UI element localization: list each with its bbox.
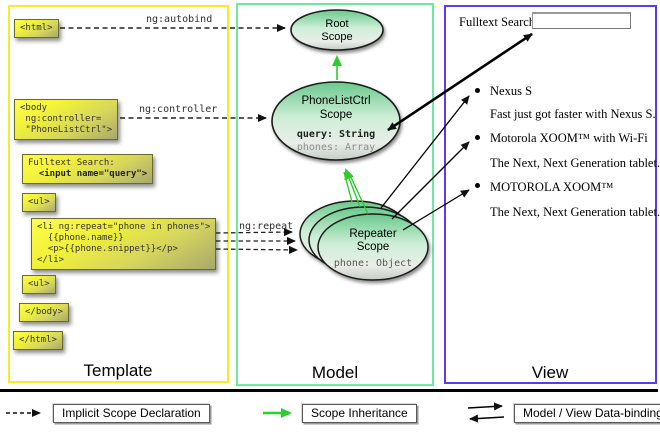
label-ng-repeat: ng:repeat — [239, 221, 294, 232]
view-search-input[interactable] — [532, 12, 631, 29]
view-search-label: Fulltext Search: — [459, 15, 539, 29]
code-box-body-open: <body ng:controller= "PhoneListCtrl"> — [14, 99, 119, 140]
code-box-ul-close: <ul> — [22, 275, 56, 294]
legend-binding-arrow-right — [467, 402, 503, 411]
legend-binding-arrow-left — [469, 414, 505, 423]
code-body-close-text: </body> — [25, 307, 63, 317]
code-html-close-text: </html> — [19, 335, 57, 345]
legend-scope-inheritance-box: Scope Inheritance — [302, 404, 417, 423]
view-item2-title: Motorola XOOM™ with Wi-Fi — [490, 131, 648, 145]
code-li-line4: </li> — [37, 254, 65, 265]
code-box-html-close: </html> — [13, 331, 63, 350]
code-box-li-repeat: <li ng:repeat="phone in phones"> {{phone… — [31, 218, 217, 270]
view-column-label: View — [531, 363, 569, 382]
code-li-line3: <p>{{phone.snippet}}</p> — [37, 243, 178, 254]
view-item3-desc: The Next, Next Generation tablet. — [490, 205, 660, 219]
view-item1-desc: Fast just got faster with Nexus S. — [490, 107, 656, 121]
code-box-body-close: </body> — [19, 303, 69, 322]
code-input-tag: <input name="query"> — [28, 168, 148, 179]
code-box-ul-open: <ul> — [22, 193, 56, 212]
code-ul-open-text: <ul> — [28, 197, 50, 207]
code-li-line1: <li ng:repeat="phone in phones"> — [37, 222, 211, 232]
label-ng-controller: ng:controller — [139, 104, 218, 115]
model-column-label: Model — [311, 363, 359, 382]
model-column — [236, 3, 434, 386]
label-ng-autobind: ng:autobind — [146, 14, 213, 25]
view-item3-title: MOTOROLA XOOM™ — [490, 180, 614, 194]
code-html-open-text: <html> — [20, 23, 53, 33]
view-item3-bullet — [475, 183, 480, 188]
view-item2-bullet — [475, 135, 480, 140]
code-body-line3: "PhoneListCtrl"> — [20, 124, 113, 135]
code-li-line2: {{phone.name}} — [37, 232, 124, 243]
code-ul-close-text: <ul> — [28, 279, 50, 289]
view-item2-desc: The Next, Next Generation tablet. — [490, 156, 660, 170]
template-column-label: Template — [83, 361, 153, 380]
legend-databinding-box: Model / View Data-binding — [514, 404, 660, 423]
legend-implicit-scope-box: Implicit Scope Declaration — [53, 404, 210, 423]
legend-separator-line — [0, 389, 658, 392]
code-fulltext-label: Fulltext Search: — [28, 158, 115, 168]
view-item1-title: Nexus S — [490, 84, 533, 98]
view-item1-bullet — [475, 88, 480, 93]
code-body-line2: ng:controller= — [20, 113, 102, 124]
code-box-fulltext-input: Fulltext Search: <input name="query"> — [22, 154, 154, 184]
code-body-line1: <body — [20, 103, 48, 113]
code-box-html-open: <html> — [14, 19, 59, 38]
